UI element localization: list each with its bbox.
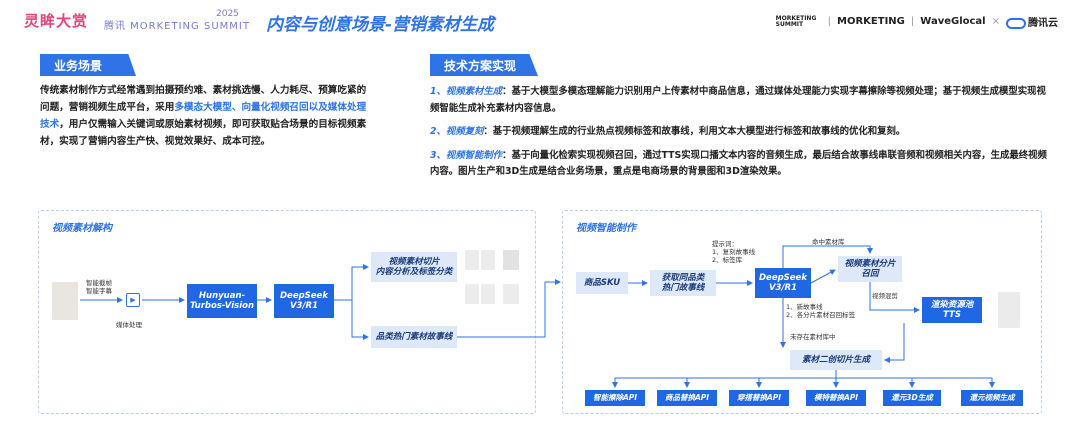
note-prompt: 提示词： 1、复刻故事线 2、标签库 xyxy=(712,240,756,264)
tech-item-1: 1、视频素材生成：基于大模型多模态理解能力识别用户上传素材中商品信息，通过媒体处… xyxy=(430,86,1046,114)
media-play-icon: ▶ xyxy=(126,293,140,307)
thumbnail-4 xyxy=(465,284,479,304)
brand-logo-summit: 腾讯 MORKETING SUMMIT xyxy=(104,21,250,32)
note-media-processing: 媒体处理 xyxy=(116,321,142,329)
source-thumbnail xyxy=(52,282,78,320)
api-smart-erase: 智能擦除API xyxy=(585,390,645,406)
business-description: 传统素材制作方式经常遇到拍摄预约难、素材挑选慢、人力耗尽、预算吃紧的问题，营销视… xyxy=(40,85,367,147)
box-get-hot-storyline: 获取同品类 热门故事线 xyxy=(650,270,716,296)
tech-description: 1、视频素材生成：基于大模型多模态理解能力识别用户上传素材中商品信息，通过媒体处… xyxy=(430,84,1050,188)
api-video-generation: 還元视频生成 xyxy=(961,390,1023,406)
api-product-replace: 商品替换API xyxy=(657,390,717,406)
thumbnail-1 xyxy=(465,250,479,270)
box-hot-storyline: 品类热门素材故事线 xyxy=(371,326,457,348)
api-outfit-replace: 穿搭替换API xyxy=(729,390,789,406)
brand-year: 2025 xyxy=(216,9,239,19)
api-model-replace: 模特替换API xyxy=(806,390,866,406)
api-3d-generation: 還元3D生成 xyxy=(883,390,941,406)
partner-logos: MORKETING SUMMIT | MORKETING | WaveGloca… xyxy=(775,14,1058,29)
tech-item-3: 3、视频智能制作：基于向量化检索实现视频召回，通过TTS实现口播文本内容的音频生… xyxy=(430,149,1047,178)
render-thumbnail xyxy=(998,292,1020,328)
business-section-tag: 业务场景 xyxy=(40,54,136,76)
box-hunyuan-vision: Hunyuan- Turbos-Vision xyxy=(187,284,257,318)
page-title: 内容与创意场景-营销素材生成 xyxy=(266,15,495,35)
left-panel-title: 视频素材解构 xyxy=(52,223,112,234)
thumbnail-3 xyxy=(503,250,519,270)
box-deepseek-left: DeepSeek V3/R1 xyxy=(274,284,334,318)
note-hit-library: 命中素材库 xyxy=(812,238,845,246)
box-slice-analysis: 视频素材切片 内容分析及标签分类 xyxy=(371,252,457,282)
note-frame-subtitle: 智能截帧 智能字幕 xyxy=(86,279,112,295)
tech-item-2: 2、视频复刻：基于视频理解生成的行业热点视频标签和故事线，利用文本大模型进行标签… xyxy=(430,126,906,137)
partner-morketing-summit: MORKETING SUMMIT xyxy=(775,14,817,28)
partner-morketing: MORKETING xyxy=(837,16,905,27)
note-not-in-library: 未存在素材库中 xyxy=(790,333,836,341)
note-new-storyline: 1、新故事线 2、各分片素材召回标签 xyxy=(786,303,856,319)
note-video-mix: 视频混剪 xyxy=(872,292,898,300)
thumbnail-6 xyxy=(503,284,519,304)
right-panel-title: 视频智能制作 xyxy=(576,223,636,234)
partner-tencent-cloud: 腾讯云 xyxy=(1006,14,1058,29)
thumbnail-2 xyxy=(481,250,495,270)
tech-section-tag: 技术方案实现 xyxy=(430,54,538,76)
right-panel xyxy=(562,210,1042,414)
box-secondary-slice: 素材二创切片生成 xyxy=(790,350,882,370)
box-deepseek-right: DeepSeek V3/R1 xyxy=(755,268,811,298)
partner-times: × xyxy=(991,16,1000,27)
partner-waveglocal: WaveGlocal xyxy=(920,16,986,27)
box-slice-recall: 视频素材分片 召回 xyxy=(838,256,902,282)
brand-logo-cn: 灵眸大赏 xyxy=(24,12,89,30)
box-render-pool: 渲染资源池 TTS xyxy=(922,297,982,323)
thumbnail-5 xyxy=(481,284,495,304)
box-product-sku: 商品SKU xyxy=(576,272,628,294)
cloud-icon xyxy=(1006,17,1026,29)
